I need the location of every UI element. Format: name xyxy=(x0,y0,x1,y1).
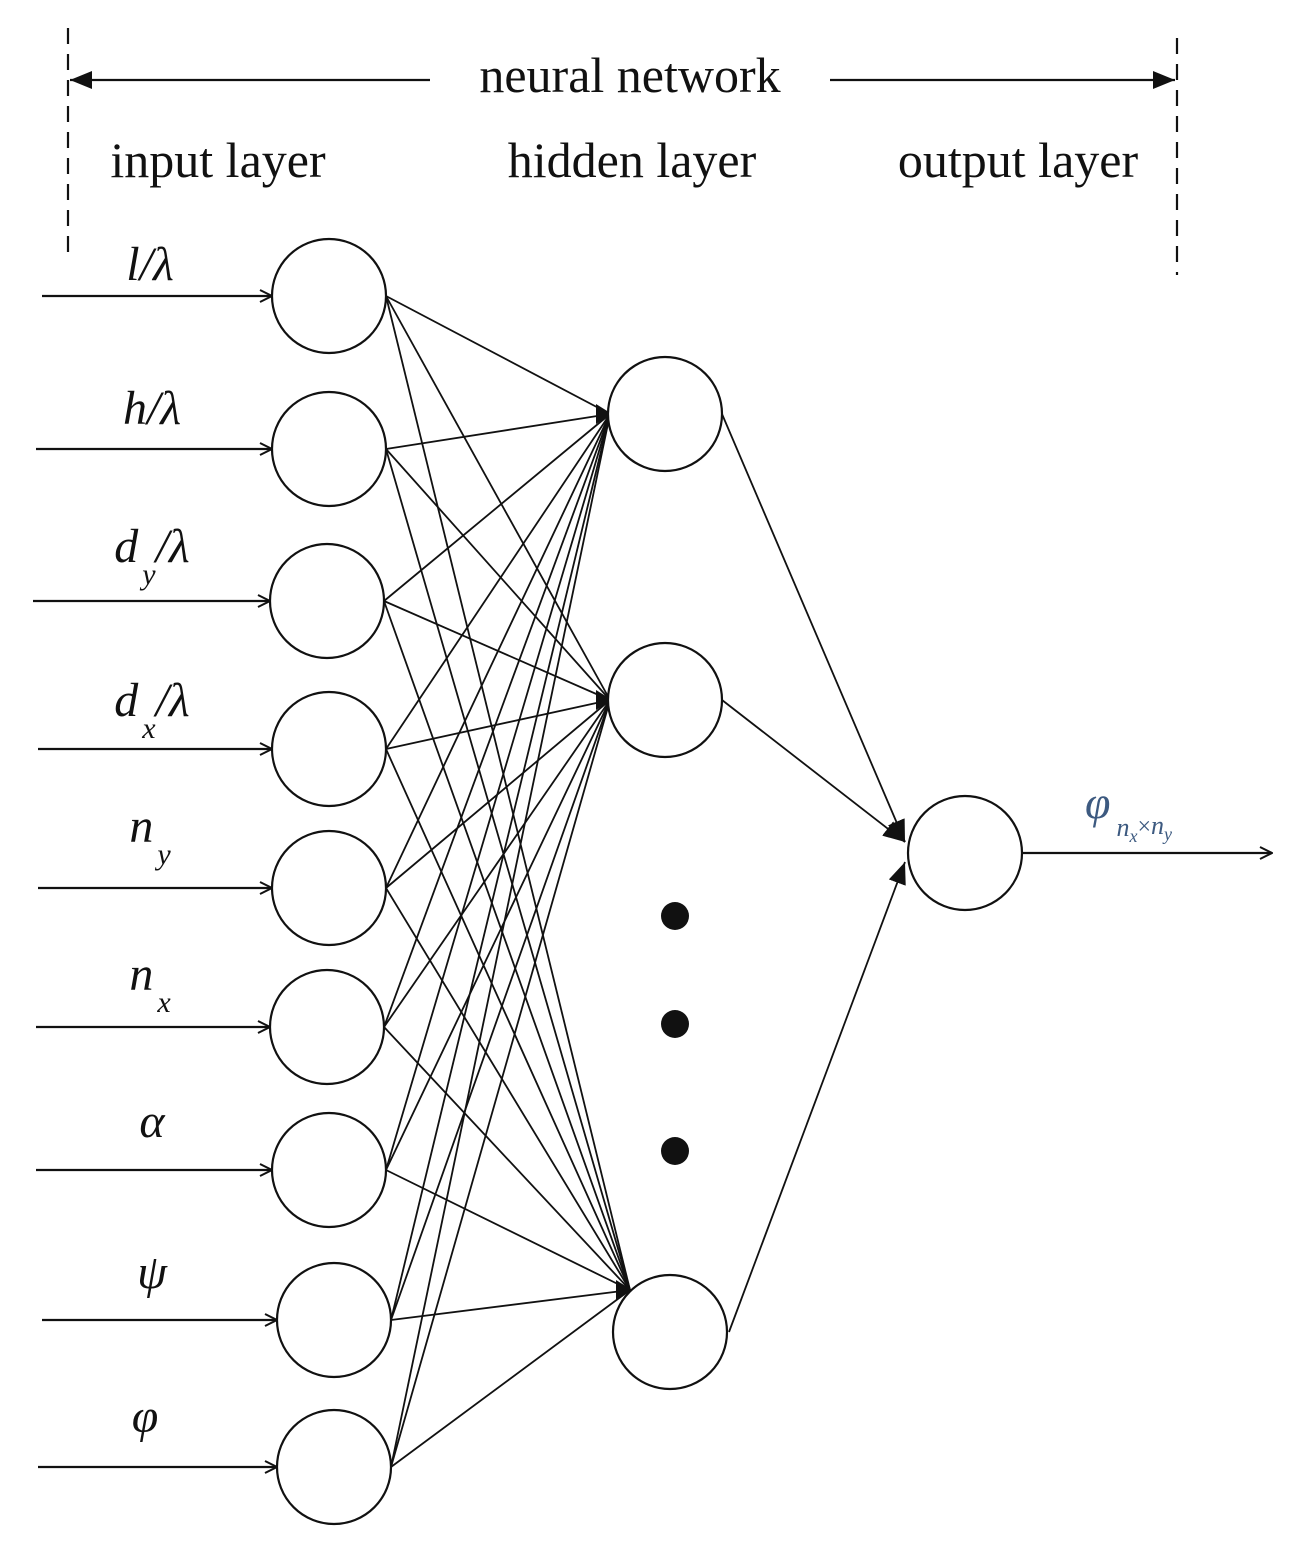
edge-input-9-hidden-3 xyxy=(390,1289,631,1468)
edge-input-7-hidden-3 xyxy=(385,1169,631,1291)
input-label-main: d xyxy=(114,674,139,727)
input-label-1: l/λ xyxy=(126,238,173,291)
input-label-5: ny xyxy=(129,800,171,871)
output-label-sub-y: y xyxy=(1162,824,1172,844)
edge-input-7-hidden-2 xyxy=(385,699,611,1171)
edge-input-2-hidden-1 xyxy=(385,413,611,450)
hidden-layer-label: hidden layer xyxy=(508,132,757,188)
edge-input-3-hidden-1 xyxy=(383,413,611,602)
neuron-nodes xyxy=(268,237,1024,1526)
hidden-entry-arrowhead xyxy=(596,690,612,710)
edge-input-4-hidden-1 xyxy=(385,413,611,750)
input-label-subscript: x xyxy=(156,986,171,1019)
edge-input-8-hidden-3 xyxy=(390,1289,631,1321)
edge-input-5-hidden-3 xyxy=(385,887,631,1291)
input-label-subscript: y xyxy=(154,838,171,871)
input-node-8 xyxy=(275,1261,393,1379)
input-node-2 xyxy=(270,390,388,508)
hidden-entry-arrowhead xyxy=(596,404,612,424)
input-label-main: n xyxy=(129,948,153,1001)
edge-input-9-hidden-1 xyxy=(390,413,611,1468)
input-label-main: n xyxy=(129,800,153,853)
input-label-3: dy/λ xyxy=(114,520,189,591)
input-label-4: dx/λ xyxy=(114,674,189,745)
input-node-5 xyxy=(270,829,388,947)
input-label-7: α xyxy=(139,1095,165,1148)
input-label-main: α xyxy=(139,1095,165,1148)
output-label-main: φ xyxy=(1085,777,1110,828)
input-node-1 xyxy=(270,237,388,355)
connection-edges xyxy=(383,295,906,1468)
input-label-tail: /λ xyxy=(153,520,190,573)
edge-input-1-hidden-3 xyxy=(385,295,631,1291)
input-label-main: h/λ xyxy=(123,382,181,435)
edge-input-8-hidden-1 xyxy=(390,413,611,1321)
hidden-node-2 xyxy=(606,641,724,759)
input-label-9: φ xyxy=(132,1390,159,1443)
input-node-7 xyxy=(270,1111,388,1229)
input-label-main: ψ xyxy=(137,1246,168,1299)
edge-input-9-hidden-2 xyxy=(390,699,611,1468)
output-label-times: × xyxy=(1137,814,1151,840)
ellipsis-dot xyxy=(661,902,689,930)
edge-input-6-hidden-2 xyxy=(383,699,611,1028)
edge-input-3-hidden-2 xyxy=(383,600,611,701)
input-label-main: φ xyxy=(132,1390,159,1443)
edge-input-1-hidden-1 xyxy=(385,295,611,415)
input-label-subscript: y xyxy=(139,558,156,591)
edge-input-4-hidden-3 xyxy=(385,748,631,1291)
input-label-main: l/λ xyxy=(126,238,173,291)
edge-input-3-hidden-3 xyxy=(383,600,631,1291)
input-node-4 xyxy=(270,690,388,808)
output-node xyxy=(906,794,1024,912)
ellipsis-dot xyxy=(661,1137,689,1165)
ellipsis-dot xyxy=(661,1010,689,1038)
input-label-subscript: x xyxy=(141,712,156,745)
network-title: neural network xyxy=(479,47,780,103)
edge-hidden-1-output xyxy=(721,413,906,843)
edge-input-1-hidden-2 xyxy=(385,295,611,701)
input-node-6 xyxy=(268,968,386,1086)
input-label-6: nx xyxy=(129,948,171,1019)
output-label-sub-x: x xyxy=(1128,826,1137,846)
output-label-sub-n2: n xyxy=(1151,811,1164,840)
input-arrows xyxy=(33,296,277,1467)
hidden-node-1 xyxy=(606,355,724,473)
input-label-main: d xyxy=(114,520,139,573)
hidden-entry-arrowhead xyxy=(616,1280,632,1300)
input-node-9 xyxy=(275,1408,393,1526)
input-label-2: h/λ xyxy=(123,382,181,435)
input-node-3 xyxy=(268,542,386,660)
output-label-sub-n1: n xyxy=(1116,813,1129,842)
edge-input-6-hidden-1 xyxy=(383,413,611,1028)
edge-hidden-2-output xyxy=(721,699,906,843)
edge-input-2-hidden-2 xyxy=(385,448,611,701)
edge-input-4-hidden-2 xyxy=(385,699,611,750)
input-label-tail: /λ xyxy=(153,674,190,727)
hidden-node-3 xyxy=(611,1273,729,1391)
edge-input-2-hidden-3 xyxy=(385,448,631,1291)
edge-hidden-3-output xyxy=(728,861,906,1333)
input-label-8: ψ xyxy=(137,1246,168,1299)
edge-input-6-hidden-3 xyxy=(383,1026,631,1291)
output-layer-label: output layer xyxy=(898,132,1139,188)
edge-input-5-hidden-1 xyxy=(385,413,611,889)
edge-input-7-hidden-1 xyxy=(385,413,611,1171)
edge-input-8-hidden-2 xyxy=(390,699,611,1321)
input-layer-label: input layer xyxy=(110,132,326,188)
